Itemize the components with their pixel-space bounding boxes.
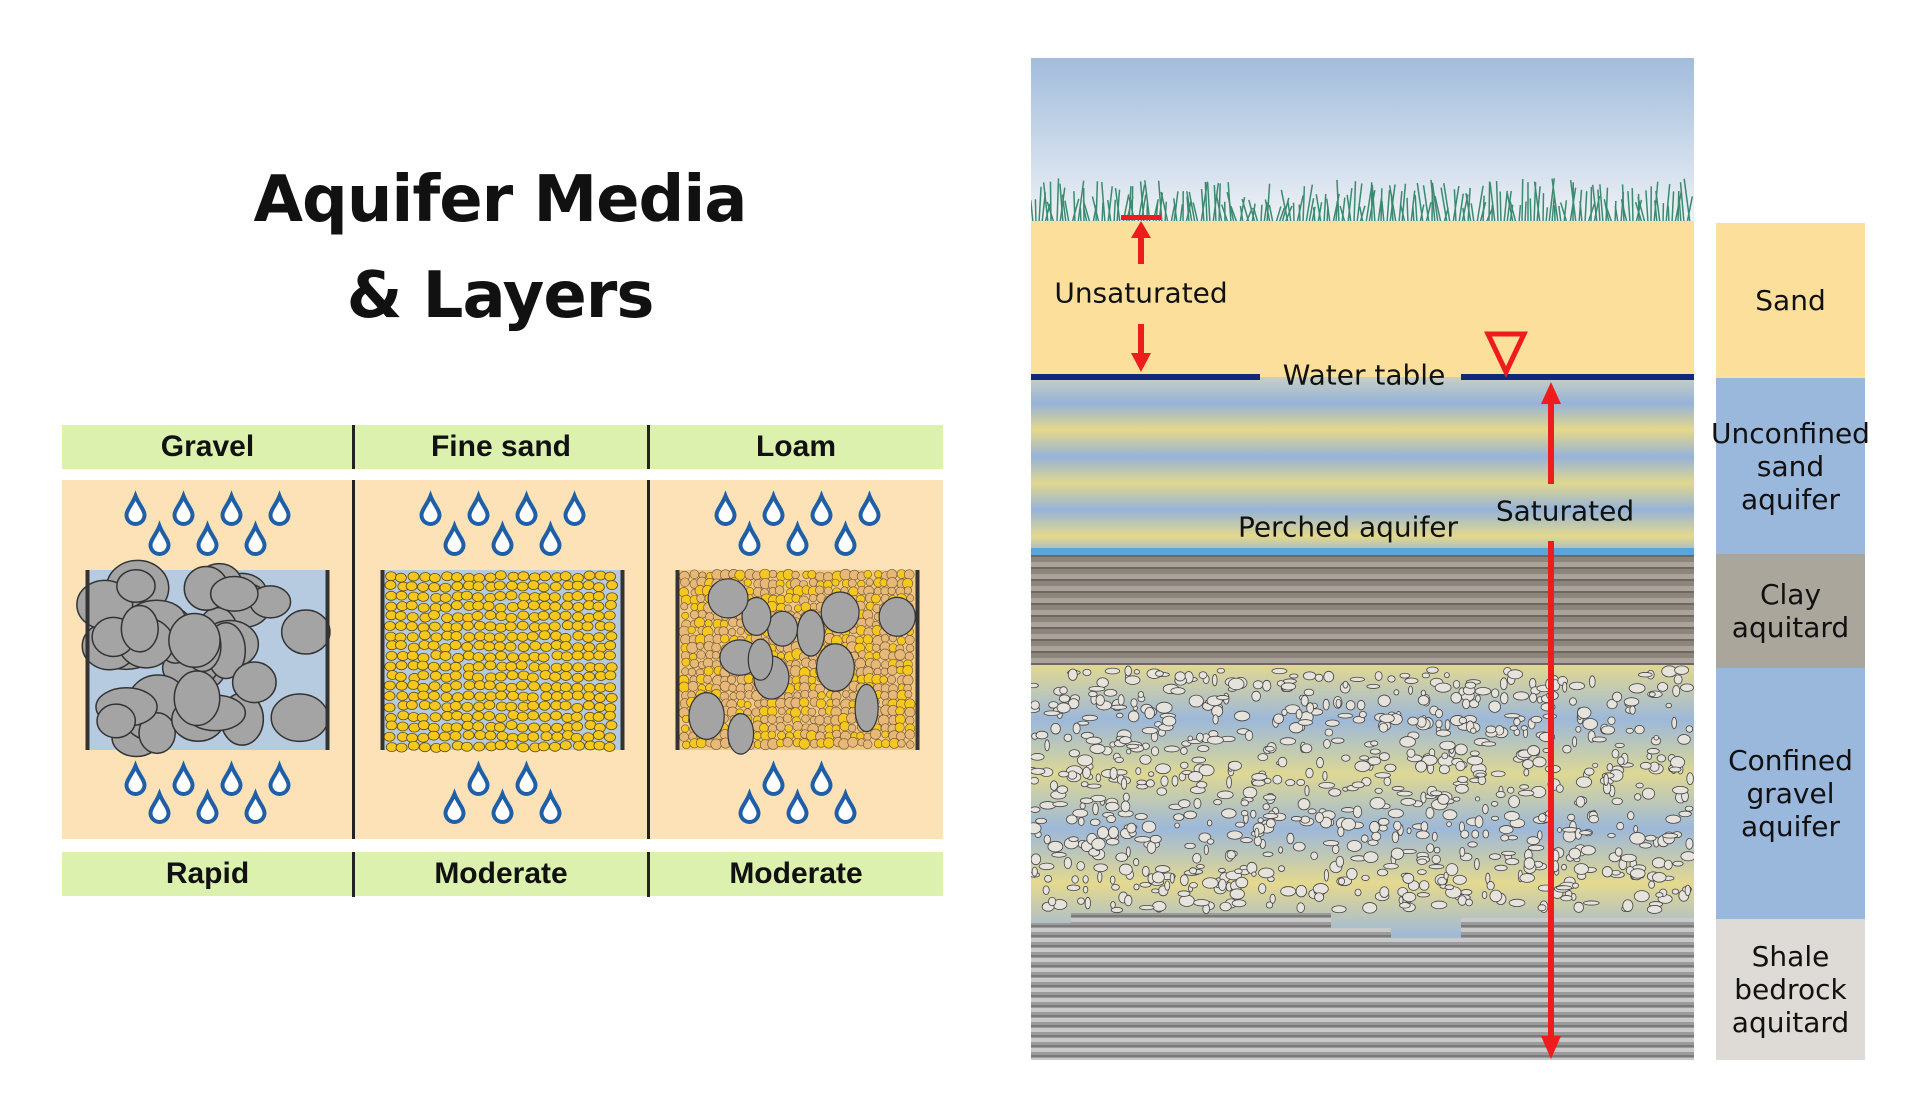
water-drop-icon [810,490,833,526]
water-drop-icon [148,520,171,556]
rate-loam: Moderate [729,857,863,890]
water-drop-icon [443,520,466,556]
water-drop-icon [563,490,586,526]
water-drop-icon [196,520,219,556]
arrow-down-icon [1541,1036,1561,1059]
water-drop-icon [419,490,442,526]
water-table-triangle-icon [1484,331,1528,378]
container-wall [915,570,920,750]
water-drop-icon [762,490,785,526]
arrow-down-icon [1131,353,1151,372]
water-drop-icon [467,490,490,526]
legend-shale-bedrock-aquitard: Shale bedrock aquitard [1716,919,1865,1060]
legend-clay-aquitard: Clay aquitard [1716,554,1865,668]
water-drop-icon [491,520,514,556]
rate-gravel: Rapid [165,857,250,890]
media-header-fine-sand: Fine sand [430,430,572,463]
media-illustration [76,490,920,824]
container-wall [675,570,680,750]
water-drop-icon [786,788,809,824]
page-title-line1: Aquifer Media [253,163,748,237]
container-wall [620,570,625,750]
clay-layer [1031,555,1694,665]
water-drop-icon [220,490,243,526]
unconfined-aquifer-layer [1031,377,1694,554]
water-drop-icon [515,760,538,796]
water-drop-icon [738,788,761,824]
aquifer-cross-section [1031,58,1694,1060]
water-drop-icon [738,520,761,556]
water-drop-icon [810,760,833,796]
media-grains [677,568,916,755]
media-grains [76,559,331,758]
water-drop-icon [539,788,562,824]
water-drop-icon [268,760,291,796]
water-drop-icon [834,520,857,556]
arrow-up-icon [1131,221,1151,238]
legend-sand: Sand [1716,223,1865,378]
water-drop-icon [491,788,514,824]
water-drop-icon [124,760,147,796]
media-grains [383,570,618,753]
water-table-line [1031,374,1260,380]
arrow-up-icon [1541,382,1561,404]
water-drop-icon [196,788,219,824]
container-wall [85,570,90,750]
label-perched-aquifer: Perched aquifer [1237,510,1459,544]
water-drop-icon [762,760,785,796]
media-panel [62,480,943,839]
water-drop-icon [858,490,881,526]
water-drop-icon [714,490,737,526]
ground-marker [1121,215,1161,220]
water-drop-icon [244,520,267,556]
media-header-bar: Gravel Fine sand Loam [62,425,943,469]
column-divider [647,425,650,897]
water-drop-icon [172,760,195,796]
rate-fine-sand: Moderate [434,857,568,890]
water-drop-icon [515,490,538,526]
water-drop-icon [244,788,267,824]
media-header-loam: Loam [755,430,836,463]
water-drop-icon [268,490,291,526]
container-wall [325,570,330,750]
water-drop-icon [467,760,490,796]
water-table-line [1461,374,1694,380]
water-drop-icon [786,520,809,556]
water-drop-icon [124,490,147,526]
water-drop-icon [539,520,562,556]
label-saturated: Saturated [1495,494,1635,528]
gravel-pebbles [1031,665,1694,915]
water-drop-icon [148,788,171,824]
media-rate-bar: Rapid Moderate Moderate [62,852,943,896]
column-divider [352,425,355,897]
water-drop-icon [172,490,195,526]
media-header-gravel: Gravel [160,430,255,463]
water-drop-icon [834,788,857,824]
page-title-line2: & Layers [346,259,655,333]
water-drop-icon [220,760,243,796]
grass [1031,178,1694,224]
water-drop-icon [443,788,466,824]
label-water-table: Water table [1282,358,1446,392]
perched-aquifer-base [1031,548,1694,555]
legend-confined-gravel-aquifer: Confined gravel aquifer [1716,668,1865,919]
legend-unconfined-sand-aquifer: Unconfined sand aquifer [1711,378,1870,554]
label-unsaturated: Unsaturated [1054,276,1228,310]
container-wall [380,570,385,750]
